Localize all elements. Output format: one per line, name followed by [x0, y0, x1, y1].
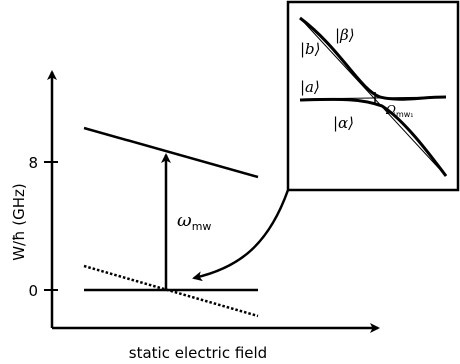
inset-label-b: |b⟩ [300, 40, 321, 58]
inset-diabatic-a [299, 96, 447, 100]
y-tick-label-8: 8 [28, 154, 38, 172]
inset-panel [286, 0, 460, 192]
inset-state-beta-curve [299, 16, 447, 101]
zoom-curved-arrow [192, 189, 290, 282]
inset-label-beta: |β⟩ [335, 26, 355, 44]
upper-level [83, 126, 259, 179]
inset-omega-label: Ωmw₁ [385, 103, 414, 119]
x-axis-label: static electric field [129, 344, 267, 362]
inset-label-a: |a⟩ [300, 78, 320, 96]
y-tick-label-0: 0 [28, 282, 38, 300]
inset-frame [286, 0, 460, 192]
omega-mw-label: ωmw [177, 210, 211, 233]
y-axis-label: W/ħ (GHz) [10, 183, 28, 261]
inset-diabatic-b [299, 17, 447, 177]
dotted-level [83, 264, 259, 318]
main-axes [44, 70, 380, 333]
inset-label-alpha: |α⟩ [333, 114, 354, 132]
inset-state-alpha-curve [299, 97, 448, 177]
